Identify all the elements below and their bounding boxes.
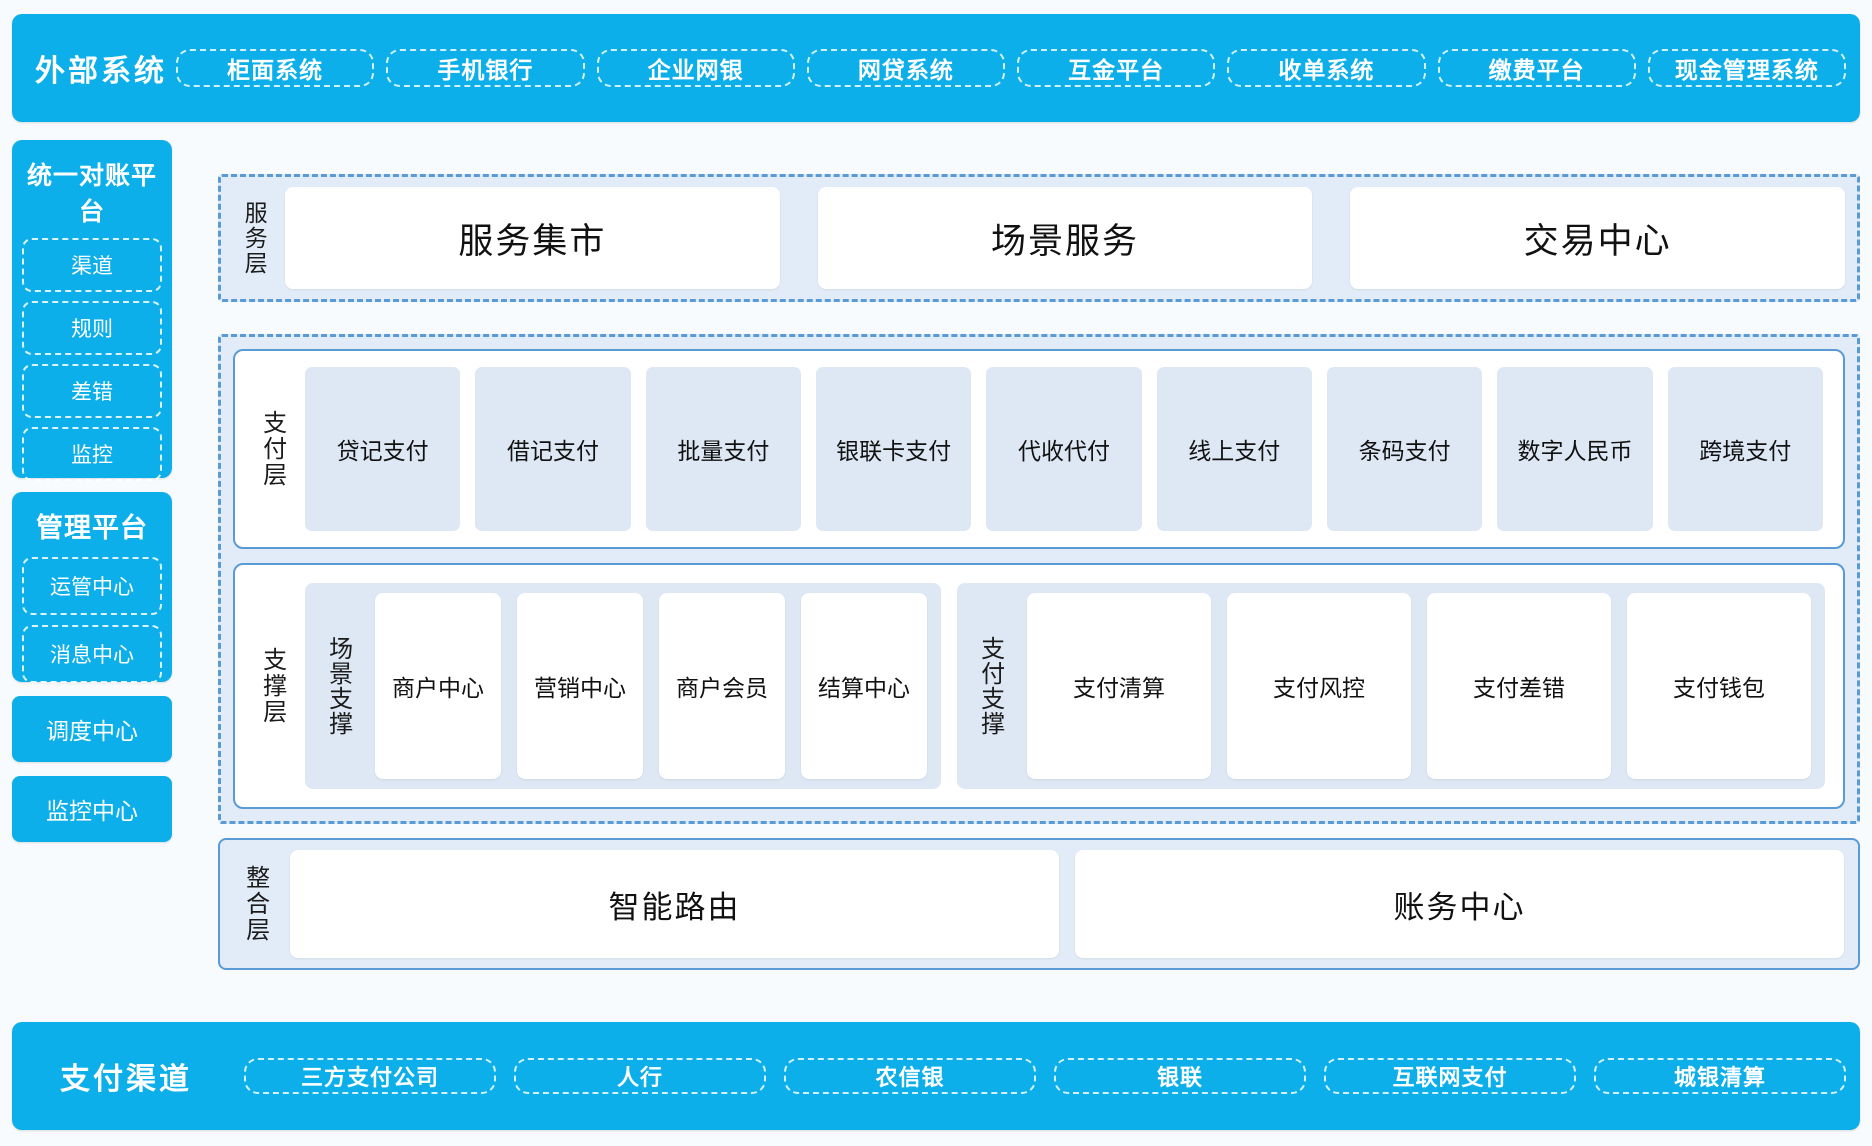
external-systems-title: 外部系统 [35,55,167,88]
payment-cell-debit[interactable]: 借记支付 [475,367,631,531]
scene-card-settlement-center[interactable]: 结算中心 [801,593,927,779]
payment-channel-chip[interactable]: 互联网支付 [1324,1058,1576,1094]
external-system-chip[interactable]: 柜面系统 [176,49,375,87]
scene-support-item-list: 商户中心 营销中心 商户会员 结算中心 [375,593,927,779]
management-platform-panel: 管理平台 运管中心 消息中心 [12,492,172,683]
external-system-chip[interactable]: 互金平台 [1017,49,1216,87]
monitoring-center-box[interactable]: 监控中心 [12,776,172,842]
payment-layer-panel: 支付层 贷记支付 借记支付 批量支付 银联卡支付 代收代付 线上支付 条码支付 … [233,349,1845,549]
payment-support-group: 支付支撑 支付清算 支付风控 支付差错 支付钱包 [957,583,1825,789]
management-item-operations-center[interactable]: 运管中心 [22,557,162,615]
payment-cell-cross-border[interactable]: 跨境支付 [1667,367,1823,531]
scene-support-label: 场景支撑 [324,636,352,736]
external-system-chip[interactable]: 企业网银 [596,49,795,87]
payment-channels-bar: 支付渠道 三方支付公司 人行 农信银 银联 互联网支付 城银清算 [12,1022,1860,1130]
payment-channel-chip[interactable]: 银联 [1054,1058,1306,1094]
service-layer-card-list: 服务集市 场景服务 交易中心 [285,187,1846,289]
reconciliation-platform-title: 统一对账平台 [26,162,157,226]
support-layer-group-list: 场景支撑 商户中心 营销中心 商户会员 结算中心 支付支撑 支付清算 支付风控 … [295,575,1829,797]
scene-card-merchant-center[interactable]: 商户中心 [375,593,501,779]
left-sidebar: 统一对账平台 渠道 规则 差错 监控 管理平台 运管中心 消息中心 调度中心 监… [12,140,172,1010]
management-item-message-center[interactable]: 消息中心 [22,625,162,683]
payment-layer-label: 支付层 [258,410,286,488]
payment-channels-chip-list: 三方支付公司 人行 农信银 银联 互联网支付 城银清算 [226,1048,1846,1104]
payment-support-card-risk-control[interactable]: 支付风控 [1227,593,1411,779]
payment-channels-title: 支付渠道 [60,1063,192,1096]
service-layer-container: 服务层 服务集市 场景服务 交易中心 [218,174,1860,302]
payment-support-card-error[interactable]: 支付差错 [1427,593,1611,779]
service-card-market[interactable]: 服务集市 [285,187,780,289]
reconciliation-platform-panel: 统一对账平台 渠道 规则 差错 监控 [12,140,172,481]
integration-layer-card-list: 智能路由 账务中心 [282,850,1844,958]
payment-cell-digital-rmb[interactable]: 数字人民币 [1497,367,1653,531]
scene-card-marketing-center[interactable]: 营销中心 [517,593,643,779]
service-card-transaction-center[interactable]: 交易中心 [1350,187,1846,289]
payment-layer-cell-list: 贷记支付 借记支付 批量支付 银联卡支付 代收代付 线上支付 条码支付 数字人民… [295,361,1829,537]
payment-channel-chip[interactable]: 城银清算 [1594,1058,1846,1094]
scene-card-merchant-member[interactable]: 商户会员 [659,593,785,779]
integration-card-smart-routing[interactable]: 智能路由 [290,850,1059,958]
payment-channel-chip[interactable]: 农信银 [784,1058,1036,1094]
payment-cell-credit[interactable]: 贷记支付 [305,367,461,531]
integration-card-accounting-center[interactable]: 账务中心 [1075,850,1844,958]
support-layer-panel: 支撑层 场景支撑 商户中心 营销中心 商户会员 结算中心 支付支撑 支付清算 [233,563,1845,809]
payment-cell-online[interactable]: 线上支付 [1156,367,1312,531]
reconciliation-item-monitor[interactable]: 监控 [22,427,162,481]
external-system-chip[interactable]: 收单系统 [1227,49,1426,87]
payment-support-container: 支付层 贷记支付 借记支付 批量支付 银联卡支付 代收代付 线上支付 条码支付 … [218,334,1860,824]
external-systems-bar: 外部系统 柜面系统 手机银行 企业网银 网贷系统 互金平台 收单系统 缴费平台 … [12,14,1860,122]
external-system-chip[interactable]: 缴费平台 [1437,49,1636,87]
payment-cell-barcode[interactable]: 条码支付 [1326,367,1483,531]
payment-support-label: 支付支撑 [976,636,1004,736]
support-layer-label: 支撑层 [258,647,286,725]
payment-support-card-wallet[interactable]: 支付钱包 [1627,593,1811,779]
external-system-chip[interactable]: 现金管理系统 [1647,49,1846,87]
payment-cell-batch[interactable]: 批量支付 [645,367,801,531]
scheduling-center-box[interactable]: 调度中心 [12,696,172,762]
scene-support-group: 场景支撑 商户中心 营销中心 商户会员 结算中心 [305,583,941,789]
reconciliation-item-rule[interactable]: 规则 [22,301,162,355]
payment-channel-chip[interactable]: 人行 [514,1058,766,1094]
external-system-chip[interactable]: 网贷系统 [806,49,1005,87]
service-card-scene[interactable]: 场景服务 [817,187,1313,289]
reconciliation-item-error[interactable]: 差错 [22,364,162,418]
payment-cell-collection-payment[interactable]: 代收代付 [986,367,1142,531]
reconciliation-item-channel[interactable]: 渠道 [22,238,162,292]
external-system-chip[interactable]: 手机银行 [386,49,585,87]
service-layer-label: 服务层 [241,200,268,276]
management-platform-title: 管理平台 [36,513,148,543]
integration-layer-label: 整合层 [241,865,269,943]
payment-cell-unionpay-card[interactable]: 银联卡支付 [815,367,972,531]
payment-channel-chip[interactable]: 三方支付公司 [244,1058,496,1094]
external-systems-chip-list: 柜面系统 手机银行 企业网银 网贷系统 互金平台 收单系统 缴费平台 现金管理系… [176,39,1846,97]
payment-support-card-clearing[interactable]: 支付清算 [1027,593,1211,779]
integration-layer-container: 整合层 智能路由 账务中心 [218,838,1860,970]
payment-support-item-list: 支付清算 支付风控 支付差错 支付钱包 [1027,593,1811,779]
